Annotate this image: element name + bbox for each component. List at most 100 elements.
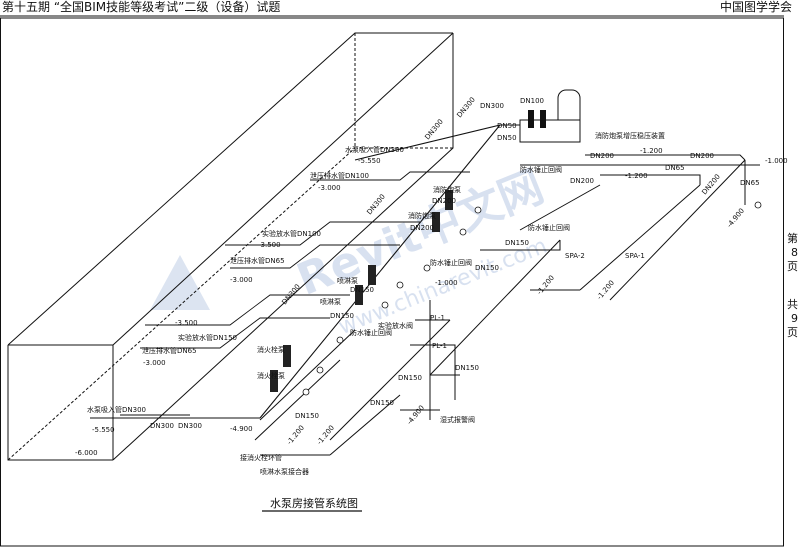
label: -6.000	[75, 449, 98, 457]
label: -4.900	[230, 425, 253, 433]
valve-icon	[474, 206, 482, 214]
label: 防水锤止回阀	[350, 328, 392, 337]
label: DN300	[423, 118, 445, 142]
valve-icon	[459, 228, 467, 236]
label: DN150	[398, 374, 422, 382]
label: DN200	[410, 224, 434, 232]
watermark-logo	[150, 255, 210, 310]
label: -1.000	[765, 157, 788, 165]
label: DN200	[700, 173, 722, 197]
cannon-pump-1	[445, 190, 453, 210]
label: DN200	[432, 197, 456, 205]
label: -5.550	[358, 157, 381, 165]
label: -1.200	[285, 424, 306, 446]
label: -4.900	[725, 207, 746, 229]
label: SPA-2	[565, 252, 585, 260]
label: 消防炮泵	[408, 211, 436, 220]
label: -1.200	[535, 274, 556, 296]
label: 泄压排水管DN65	[230, 256, 285, 265]
total-number: 9	[791, 312, 798, 325]
label: SPA-1	[625, 252, 645, 260]
total-label: 共	[787, 298, 798, 311]
drawing-title: 水泵房接管系统图	[270, 496, 358, 510]
label: 实验放水管DN100	[262, 229, 321, 238]
valve-icon	[396, 281, 404, 289]
page-unit: 页	[787, 260, 798, 273]
publisher-name: 中国图学学会	[719, 0, 792, 14]
sheet-title: 第十五期 “全国BIM技能等级考试”二级（设备）试题	[2, 0, 281, 14]
label: DN100	[520, 97, 544, 105]
label: DN50	[497, 134, 517, 142]
water-tank-box	[7, 32, 454, 461]
label: -3.000	[318, 184, 341, 192]
spray-pump-2	[355, 285, 363, 305]
label: DN300	[365, 193, 387, 217]
label: 消火栓泵	[257, 345, 285, 354]
label: -1.200	[625, 172, 648, 180]
label: -4.900	[405, 404, 426, 426]
label: 喷淋水泵接合器	[260, 467, 309, 476]
label: 实验放水管DN150	[178, 333, 237, 342]
valve-icon	[754, 201, 762, 209]
label: 防水锤止回阀	[528, 223, 570, 232]
label: DN150	[330, 312, 354, 320]
label: DN65	[665, 164, 685, 172]
label: DN300	[150, 422, 174, 430]
label: PL-1	[432, 342, 447, 350]
drawing-frame	[0, 17, 784, 547]
drain-pipes	[140, 171, 470, 349]
label: 接消火栓环管	[240, 453, 282, 462]
label: DN150	[295, 412, 319, 420]
page-indicator: 第 8 页	[787, 232, 798, 274]
label: DN200	[590, 152, 614, 160]
valve-icon	[302, 388, 310, 396]
total-pages-indicator: 共 9 页	[787, 298, 798, 340]
label: DN300	[480, 102, 504, 110]
label: -3.000	[143, 359, 166, 367]
spray-pump-1	[368, 265, 376, 285]
label: DN65	[740, 179, 760, 187]
label: 泄压排水管DN65	[142, 346, 197, 355]
label: 消防炮泵	[433, 185, 461, 194]
label: DN150	[455, 364, 479, 372]
label: DN150	[350, 286, 374, 294]
pumps	[270, 190, 453, 392]
page-number: 8	[791, 246, 798, 259]
label: 湿式报警阀	[440, 415, 475, 424]
label: -1.200	[315, 424, 336, 446]
total-unit: 页	[787, 326, 798, 339]
label: DN50	[497, 122, 517, 130]
label: 水泵吸入管DN300	[87, 405, 146, 414]
label: 消火栓泵	[257, 371, 285, 380]
label: 消防炮泵增压稳压装置	[595, 131, 665, 140]
label: 喷淋泵	[320, 297, 341, 306]
valve-icon	[381, 301, 389, 309]
page-label: 第	[787, 232, 798, 245]
label: -1.200	[640, 147, 663, 155]
label: -3.000	[230, 276, 253, 284]
label: DN300	[178, 422, 202, 430]
label: DN150	[370, 399, 394, 407]
label: DN300	[280, 283, 302, 307]
pressure-tank	[519, 89, 581, 143]
valve-icon	[423, 264, 431, 272]
label: DN200	[570, 177, 594, 185]
label: -1.000	[435, 279, 458, 287]
annotations: DN100 DN50 DN50 DN300 DN300 DN300 DN300 …	[75, 96, 788, 476]
label: 实验放水阀	[378, 321, 413, 330]
hydrant-pump-1	[283, 345, 291, 367]
label: -1.200	[595, 279, 616, 301]
label: 防水锤止回阀	[520, 165, 562, 174]
valves	[302, 201, 762, 396]
label: DN150	[475, 264, 499, 272]
hydrant-pump-2	[270, 370, 278, 392]
cannon-pump-2	[432, 212, 440, 232]
label: DN300	[455, 96, 477, 120]
label: PL-1	[430, 314, 445, 322]
valve-icon	[316, 366, 324, 374]
label: 泄压排水管DN100	[310, 171, 369, 180]
suction-pipes	[90, 124, 520, 419]
label: DN200	[690, 152, 714, 160]
distribution-pipes	[254, 154, 760, 456]
